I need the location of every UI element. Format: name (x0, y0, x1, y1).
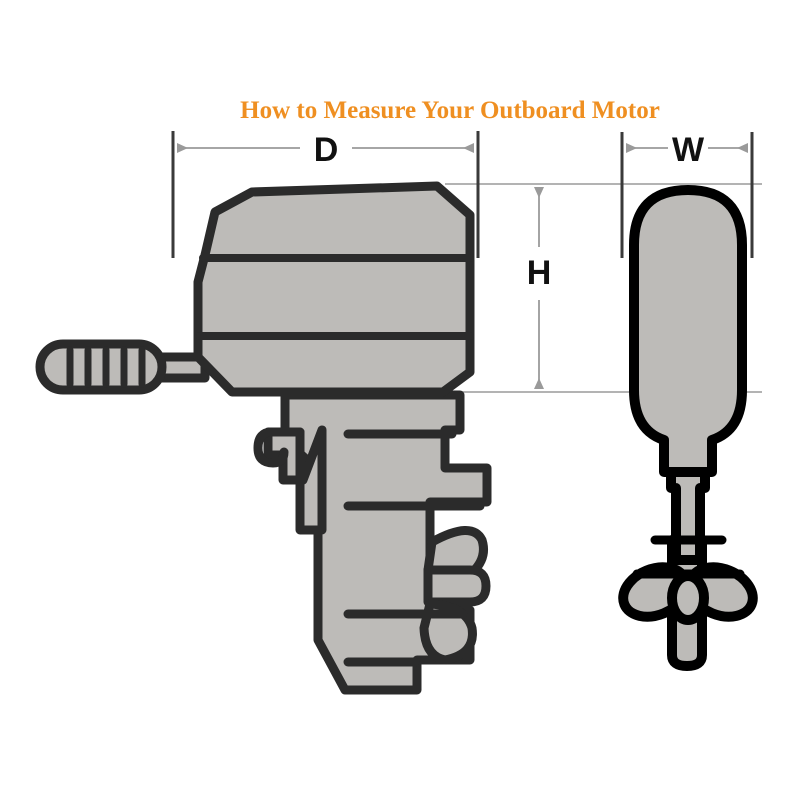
side-view-group (35, 181, 492, 695)
engine-cowling (193, 181, 475, 397)
dimension-label-w: W (672, 131, 705, 169)
anti-ventilation-plates (343, 429, 485, 667)
propeller-hub (667, 571, 709, 625)
engine-cowling (629, 185, 747, 477)
dimension-h: H (527, 187, 552, 389)
page-title: How to Measure Your Outboard Motor (240, 97, 660, 124)
propeller-hub (423, 565, 491, 607)
dimension-label-d: D (314, 131, 339, 169)
cowling-seams (196, 254, 474, 340)
dimension-d: D (171, 131, 480, 258)
dimension-label-h: H (527, 254, 552, 292)
clamp-bracket-hook (253, 427, 305, 468)
dimension-w: W (620, 131, 754, 258)
rear-view-group (618, 185, 758, 671)
tiller-grip-segments (66, 346, 146, 388)
